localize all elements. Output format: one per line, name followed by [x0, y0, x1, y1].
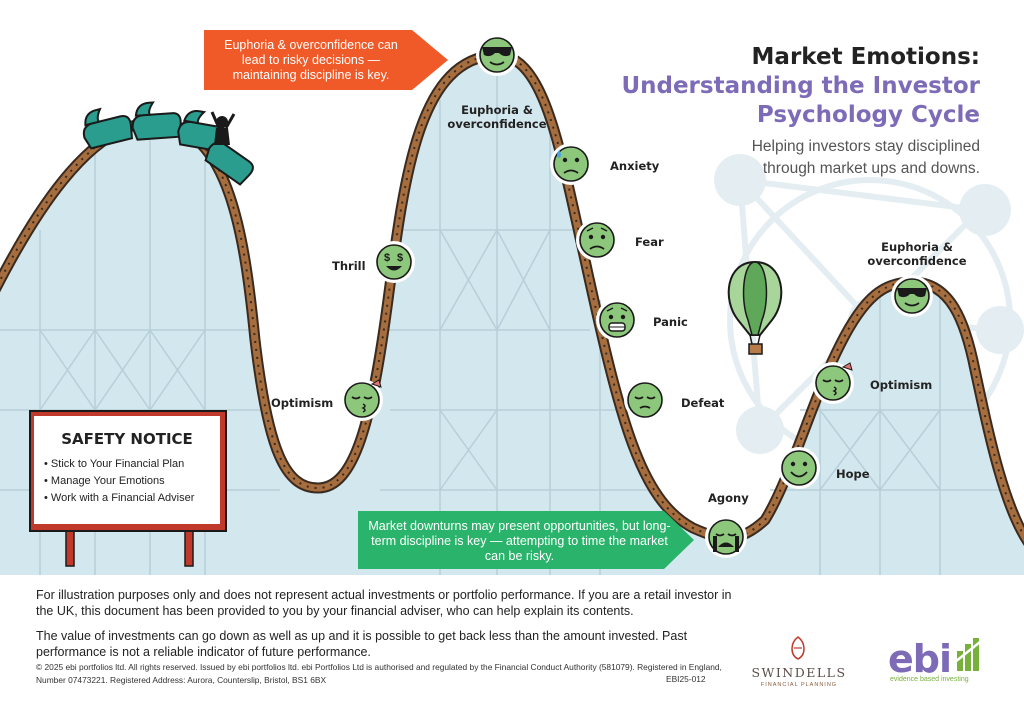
emotion-label-agony: Agony — [708, 491, 749, 505]
emotion-label-defeat: Defeat — [681, 396, 725, 410]
document-reference: EBI25-012 — [666, 674, 706, 684]
smiling-face-icon — [778, 447, 820, 489]
crying-face-icon — [705, 516, 747, 558]
subtitle: Helping investors stay disciplined throu… — [751, 138, 980, 177]
emotion-label-panic: Panic — [653, 315, 688, 329]
emotion-label-optimism-2: Optimism — [870, 378, 933, 392]
safety-list: Stick to Your Financial Plan Manage Your… — [34, 456, 220, 507]
coaster-track — [0, 49, 1024, 546]
kissing-face-icon — [341, 379, 383, 421]
top-callout-text: Euphoria & overconfidence can lead to ri… — [224, 38, 398, 82]
safety-notice: SAFETY NOTICE Stick to Your Financial Pl… — [34, 416, 220, 524]
money-face-icon: $$ — [373, 241, 415, 283]
disclaimer-paragraph-2: The value of investments can go down as … — [36, 629, 688, 659]
ebi-logo-name: ebi — [888, 637, 952, 681]
safety-title: SAFETY NOTICE — [61, 430, 193, 448]
fearful-face-icon — [596, 299, 638, 341]
rider-silhouette — [210, 111, 236, 145]
bottom-callout-arrow — [358, 511, 694, 569]
sunglasses-face-icon — [891, 275, 933, 317]
kissing-face-icon — [812, 362, 854, 404]
anxious-sweat-face-icon — [550, 143, 592, 185]
bottom-callout-text: Market downturns may present opportuniti… — [368, 519, 671, 563]
emotion-label-anxiety: Anxiety — [610, 159, 660, 173]
safety-item: Manage Your Emotions — [44, 473, 220, 490]
coaster-cars — [82, 101, 254, 186]
emotion-label-hope: Hope — [836, 467, 870, 481]
disclaimer-paragraph-1: For illustration purposes only and does … — [36, 588, 732, 618]
svg-text:$: $ — [384, 252, 390, 264]
hot-air-balloon-icon — [727, 260, 783, 355]
swindells-logo-tagline: FINANCIAL PLANNING — [760, 682, 838, 688]
title-line-2: Understanding the Investor Psychology Cy… — [621, 73, 980, 128]
emotion-faces: $$ — [341, 34, 933, 558]
emotion-label-euphoria-2: Euphoria & overconfidence — [867, 240, 967, 268]
legal-text: © 2025 ebi portfolios ltd. All rights re… — [36, 662, 722, 685]
safety-item: Work with a Financial Adviser — [44, 490, 220, 507]
ebi-logo-tagline: evidence based investing — [890, 676, 969, 683]
sunglasses-face-icon — [476, 34, 518, 76]
emotion-label-thrill: Thrill — [332, 259, 366, 273]
swindells-logo-name: SWINDELLS — [751, 665, 847, 680]
svg-text:$: $ — [397, 252, 403, 264]
worried-face-icon — [576, 219, 618, 261]
title-line-1: Market Emotions: — [751, 44, 980, 70]
emotion-label-fear: Fear — [635, 235, 664, 249]
relieved-face-icon — [624, 379, 666, 421]
swindells-emblem-icon — [791, 636, 805, 660]
ebi-logo-icon — [954, 637, 986, 671]
emotion-label-optimism: Optimism — [271, 396, 334, 410]
emotion-label-euphoria: Euphoria & overconfidence — [447, 103, 547, 131]
safety-item: Stick to Your Financial Plan — [44, 456, 220, 473]
coaster-fill — [0, 55, 1024, 575]
top-callout-arrow — [204, 30, 448, 90]
